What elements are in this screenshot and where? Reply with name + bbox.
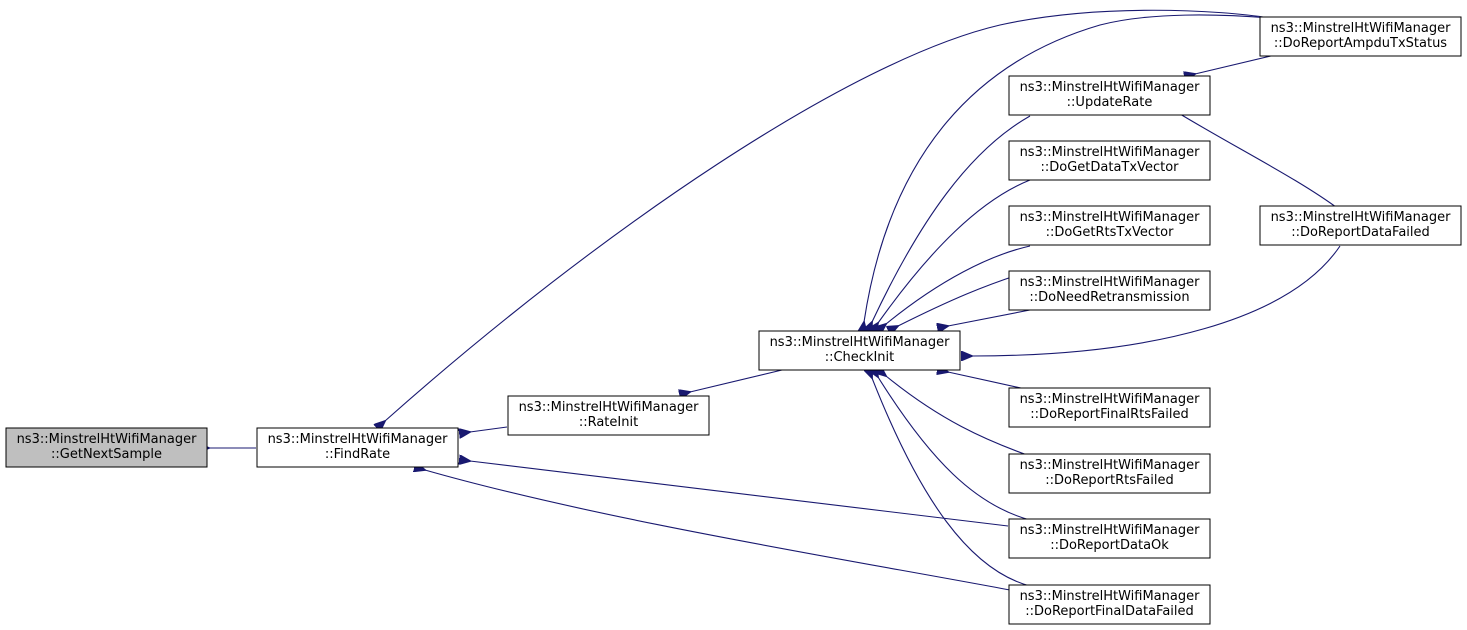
node-box [1008,270,1211,311]
node-method: ::DoReportAmpduTxStatus [1274,36,1447,51]
edge-datatxvector-to-checkinit [878,179,1031,323]
node-box [1008,518,1211,559]
node-dogetrtstxvector[interactable]: ns3::MinstrelHtWifiManager ::DoGetRtsTxV… [1008,205,1211,246]
node-box [507,395,710,436]
edges [209,9,1341,591]
node-title: ns3::MinstrelHtWifiManager [1020,210,1201,225]
node-title: ns3::MinstrelHtWifiManager [1271,210,1452,225]
node-method: ::DoGetRtsTxVector [1046,225,1175,240]
edge-doreportdatafailed-to-checkinit [948,309,1031,326]
node-title: ns3::MinstrelHtWifiManager [519,400,700,415]
node-doneedretransmission[interactable]: ns3::MinstrelHtWifiManager ::DoNeedRetra… [1008,270,1211,311]
edge-ampdu-to-updaterate [1195,54,1276,74]
node-title: ns3::MinstrelHtWifiManager [1020,589,1201,604]
node-title: ns3::MinstrelHtWifiManager [1020,80,1201,95]
node-box [1008,387,1211,428]
edge-datafailed-to-updaterate [1180,114,1341,211]
node-method: ::RateInit [579,415,638,430]
node-title: ns3::MinstrelHtWifiManager [1020,392,1201,407]
node-title: ns3::MinstrelHtWifiManager [1020,458,1201,473]
node-title: ns3::MinstrelHtWifiManager [1271,21,1452,36]
node-title: ns3::MinstrelHtWifiManager [1020,145,1201,160]
node-box [1259,205,1462,246]
edge-updaterate-to-checkinit [872,115,1031,322]
node-method: ::DoNeedRetransmission [1029,290,1189,305]
edge-dataok-to-checkinit [878,377,1031,521]
node-box [1008,140,1211,181]
edge-checkinit-to-rateinit [690,369,783,392]
node-doreportrtsfailed[interactable]: ns3::MinstrelHtWifiManager ::DoReportRts… [1008,453,1211,494]
node-checkinit[interactable]: ns3::MinstrelHtWifiManager ::CheckInit [758,330,961,371]
node-method: ::DoReportFinalRtsFailed [1030,407,1188,422]
node-method: ::CheckInit [825,350,895,365]
node-box [1259,16,1462,57]
node-box [256,427,459,468]
edge-ampdu-to-findrate [385,9,1271,421]
node-getnextsample[interactable]: ns3::MinstrelHtWifiManager ::GetNextSamp… [5,427,208,468]
node-box [758,330,961,371]
edge-finaldatafailed-to-findrate [425,470,1011,591]
edge-ampdu-to-checkinit [864,14,1271,322]
edge-finaldatafailed-to-checkinit [872,378,1031,587]
edge-rtstxvector-to-checkinit [886,245,1031,324]
node-method: ::FindRate [325,447,390,462]
node-method: ::GetNextSample [51,447,162,462]
node-findrate[interactable]: ns3::MinstrelHtWifiManager ::FindRate [256,427,459,468]
node-method: ::DoGetDataTxVector [1041,160,1180,175]
node-box [1008,453,1211,494]
edge-rateinit-to-findrate [470,426,508,432]
node-title: ns3::MinstrelHtWifiManager [1020,275,1201,290]
node-box [1008,75,1211,116]
node-doreportfinalrtsfailed[interactable]: ns3::MinstrelHtWifiManager ::DoReportFin… [1008,387,1211,428]
node-method: ::DoReportDataOk [1050,538,1169,553]
node-doreportampdutxstatus[interactable]: ns3::MinstrelHtWifiManager ::DoReportAmp… [1259,16,1462,57]
node-title: ns3::MinstrelHtWifiManager [1020,523,1201,538]
edge-dataok-to-findrate [470,461,1009,527]
node-title: ns3::MinstrelHtWifiManager [17,432,198,447]
node-method: ::DoReportFinalDataFailed [1025,604,1194,619]
node-updaterate[interactable]: ns3::MinstrelHtWifiManager ::UpdateRate [1008,75,1211,116]
node-doreportdataok[interactable]: ns3::MinstrelHtWifiManager ::DoReportDat… [1008,518,1211,559]
edge-datafailed-to-checkinit [972,245,1341,356]
node-doreportfinaldatafailed[interactable]: ns3::MinstrelHtWifiManager ::DoReportFin… [1008,584,1211,625]
node-box [1008,584,1211,625]
edge-finalrtsfailed-to-checkinit [948,372,1031,391]
node-method: ::DoReportDataFailed [1291,225,1430,240]
node-method: ::DoReportRtsFailed [1045,473,1173,488]
node-rateinit[interactable]: ns3::MinstrelHtWifiManager ::RateInit [507,395,710,436]
node-box [1008,205,1211,246]
node-method: ::UpdateRate [1067,95,1153,110]
node-title: ns3::MinstrelHtWifiManager [268,432,449,447]
node-title: ns3::MinstrelHtWifiManager [770,335,951,350]
edge-rtsfailed-to-checkinit [886,376,1031,457]
node-doreportdatafailed[interactable]: ns3::MinstrelHtWifiManager ::DoReportDat… [1259,205,1462,246]
node-dogetdatatxvector[interactable]: ns3::MinstrelHtWifiManager ::DoGetDataTx… [1008,140,1211,181]
node-box [5,427,208,468]
